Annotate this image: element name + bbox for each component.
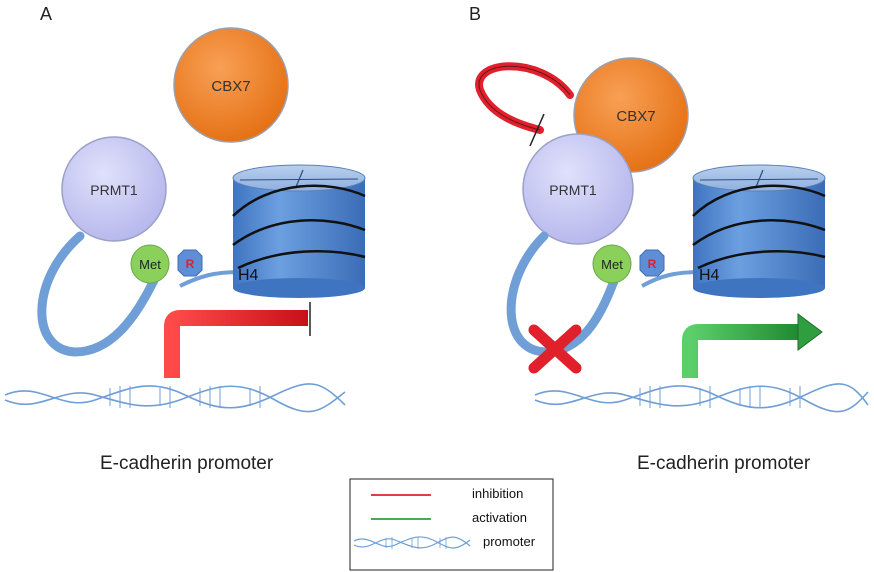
panel-b-arginine: R [639,249,665,277]
panel-b-cbx7-label: CBX7 [616,108,655,125]
panel-b-histone: H4 [692,164,826,298]
panel-b-met: Met [592,244,632,284]
panel-a-dna-wrap-2 [232,219,366,247]
panel-b-histone-label: H4 [699,267,720,284]
panel-a-cbx7: CBX7 [173,27,289,143]
panel-a-histone-bottom [233,278,365,298]
legend: inhibition activation promoter [349,478,554,571]
legend-promoter-swatch [353,536,471,549]
panel-b-dna-wrap-1 [692,184,826,217]
panel-b-dna-strand [534,383,869,413]
panel-a-arginine-hexagon [177,249,203,277]
panel-b-block-x-stroke-2 [528,324,582,374]
legend-inhibition-label: inhibition [472,486,523,501]
panel-a-dna-strand [4,383,346,413]
panel-b-inhibition-loop-bar [529,113,545,147]
panel-a-inhibition-symbol [164,302,311,378]
legend-activation-label: activation [472,510,527,525]
panel-b-activation-arrow [682,324,800,378]
panel-b-met-label: Met [601,257,623,272]
panel-b-activation-symbol [682,313,823,378]
panel-a-dna-rungs [109,386,261,408]
panel-b-met-circle [592,244,632,284]
panel-b-prmt1: PRMT1 [522,133,634,245]
panel-a-promoter-caption: E-cadherin promoter [100,453,274,474]
panel-a-met: Met [130,244,170,284]
panel-b-arginine-hexagon [639,249,665,277]
panel-b-arginine-label: R [648,257,657,271]
panel-b-activation-arrowhead [797,313,823,351]
panel-b-prmt1-label: PRMT1 [549,182,597,198]
panel-a-met-circle [130,244,170,284]
panel-b-dna-wrap-2 [692,219,826,247]
panel-a-letter: A [40,4,52,24]
panel-a-met-label: Met [139,257,161,272]
panel-a-inhibition-arrow [164,310,308,378]
panel-b-dna-wrap-3 [697,249,826,270]
panel-a-arginine-label: R [186,257,195,271]
panel-b-block-x [528,324,582,374]
panel-a-prmt1-circle [61,136,167,242]
panel-a-dna-wrap-1 [232,184,366,217]
panel-b-inhibition-loop [475,62,574,134]
panel-a-cbx7-label: CBX7 [211,78,250,95]
panel-a-dna-wrap-3 [237,249,366,270]
panel-b-histone-top-tick [755,169,764,188]
panel-a-dna-strand-1 [4,383,346,409]
panel-a-arginine: R [177,249,203,277]
panel-b: B CBX7 PRMT1 Met [469,4,869,474]
panel-b-dna-rungs [639,386,801,408]
panel-b-histone-top [692,164,826,192]
panel-a-dna-strand-2 [4,385,346,413]
panel-a-histone-top [232,164,366,192]
panel-a-histone-top-tick [295,169,304,188]
panel-a-cbx7-circle [173,27,289,143]
panel-b-letter: B [469,4,481,24]
panel-a-prmt1-label: PRMT1 [90,182,138,198]
panel-b-dna-strand-1 [534,383,869,409]
panel-a-histone: H4 [232,164,366,298]
panel-b-prmt1-circle [522,133,634,245]
panel-b-methylation-arrow [506,231,620,357]
panel-b-cbx7-inhibits-prmt1 [475,62,574,147]
legend-promoter-label: promoter [483,534,536,549]
legend-dna-rungs [385,537,447,549]
panel-b-promoter-caption: E-cadherin promoter [637,453,811,474]
panel-a: A CBX7 PRMT1 Met R [4,4,366,474]
panel-a-prmt1: PRMT1 [61,136,167,242]
legend-dna-strand-2 [353,536,471,549]
panel-b-inhibition-loop-outline [478,65,571,131]
panel-b-histone-bottom [693,278,825,298]
panel-a-methylation-arrow [37,231,160,357]
panel-a-histone-label: H4 [238,267,259,284]
panel-b-dna-strand-2 [534,385,869,413]
